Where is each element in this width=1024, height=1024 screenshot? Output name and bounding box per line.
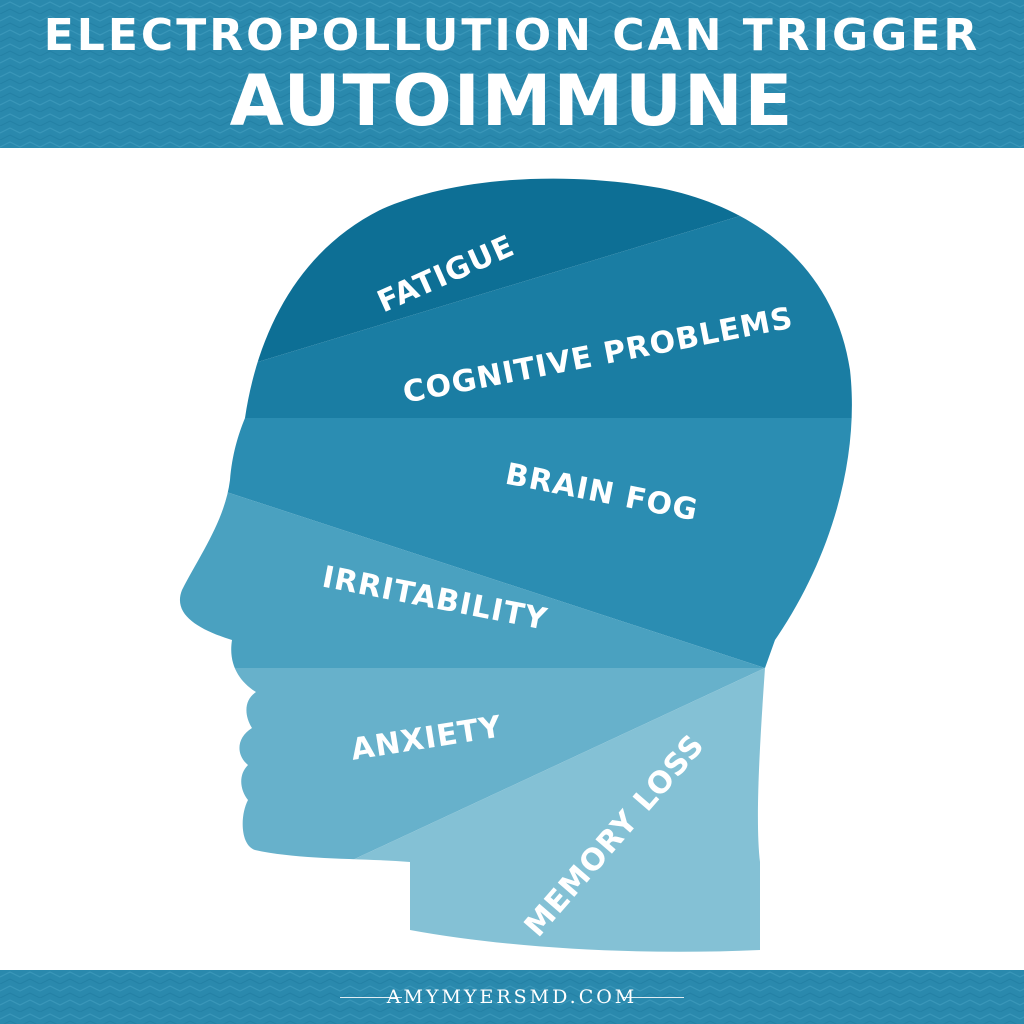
footer-pattern — [0, 970, 1024, 1024]
segment-brain-fog — [179, 418, 852, 668]
footer-banner: AMYMYERSMD.COM — [0, 970, 1024, 1024]
header-banner: ELECTROPOLLUTION CAN TRIGGER AUTOIMMUNE … — [0, 0, 1024, 148]
title-line-2: AUTOIMMUNE SYMPTOMS — [229, 60, 795, 148]
footer-divider-left — [340, 997, 402, 998]
site-url[interactable]: AMYMYERSMD.COM — [386, 986, 638, 1008]
footer-divider-right — [622, 997, 684, 998]
segment-cognitive — [179, 178, 852, 440]
title-line-1: ELECTROPOLLUTION CAN TRIGGER — [43, 10, 981, 61]
header-pattern — [0, 0, 1024, 148]
